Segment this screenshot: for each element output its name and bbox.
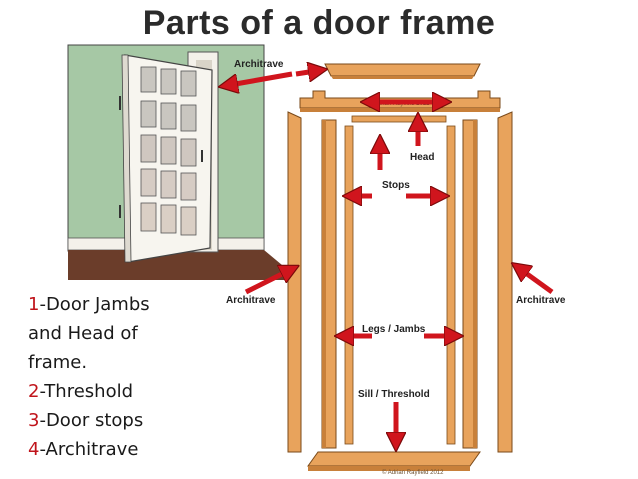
glass-panes bbox=[140, 66, 197, 236]
legend-item: 1-Door Jambs bbox=[28, 294, 150, 315]
stop-right bbox=[446, 125, 456, 445]
arrow-icon bbox=[516, 266, 554, 295]
legend-item: 4-Architrave bbox=[28, 439, 139, 460]
floor bbox=[68, 250, 300, 280]
label-stops: Stops bbox=[382, 180, 410, 191]
frame-parts: © Adrian Rayfield 2012 © Adrian Rayfield… bbox=[287, 63, 513, 476]
head-stop bbox=[351, 115, 447, 123]
arrow-icon bbox=[224, 71, 293, 86]
legend-item: and Head of bbox=[28, 323, 138, 344]
architrave-top-piece bbox=[324, 63, 481, 77]
sill-piece bbox=[307, 451, 481, 467]
page-title: Parts of a door frame bbox=[142, 4, 496, 42]
label-head: Head bbox=[410, 152, 434, 163]
pointer-arrows bbox=[224, 70, 554, 446]
stop-left bbox=[344, 125, 354, 445]
legend-item: 2-Threshold bbox=[28, 381, 134, 402]
parts-legend: 1-Door Jambs and Head of frame. 2-Thresh… bbox=[28, 290, 228, 464]
label-architrave-top: Architrave bbox=[234, 59, 284, 70]
label-legs-jambs: Legs / Jambs bbox=[362, 324, 426, 335]
copyright-sill: © Adrian Rayfield 2012 bbox=[382, 469, 444, 476]
architrave-left-piece bbox=[287, 111, 302, 453]
label-sill-threshold: Sill / Threshold bbox=[358, 389, 430, 400]
arrow-icon bbox=[244, 268, 294, 295]
door-edge bbox=[121, 54, 132, 263]
arrow-icon bbox=[295, 70, 322, 74]
legend-item: 3-Door stops bbox=[28, 410, 144, 431]
architrave-right-piece bbox=[497, 111, 513, 453]
legend-item: frame. bbox=[28, 352, 88, 373]
label-architrave-right: Architrave bbox=[516, 295, 566, 306]
label-architrave-left: Architrave bbox=[226, 295, 276, 306]
